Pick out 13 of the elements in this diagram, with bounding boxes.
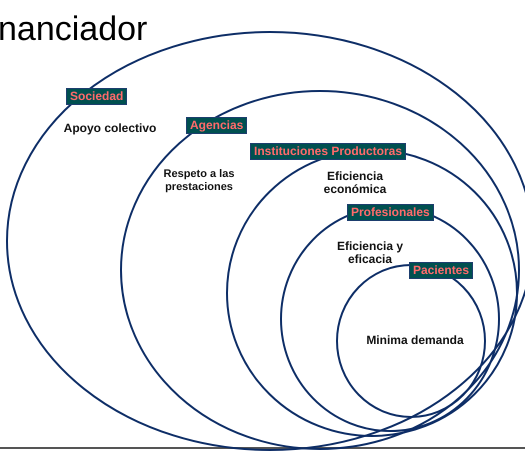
role-description: Eficiencia y eficacia bbox=[336, 240, 404, 266]
group-tag: Profesionales bbox=[347, 204, 434, 221]
group-tag: Sociedad bbox=[66, 88, 128, 105]
ellipse-region bbox=[336, 264, 486, 418]
ellipse-region bbox=[280, 206, 500, 432]
role-description: Minima demanda bbox=[365, 334, 465, 347]
group-tag: Instituciones Productoras bbox=[250, 143, 406, 160]
role-description: Eficiencia económica bbox=[322, 170, 388, 196]
group-tag: Agencias bbox=[186, 117, 248, 134]
role-description: Respeto a las prestaciones bbox=[162, 168, 236, 194]
role-description: Apoyo colectivo bbox=[62, 122, 158, 135]
title: nanciador bbox=[0, 10, 148, 48]
group-tag: Pacientes bbox=[409, 262, 474, 279]
